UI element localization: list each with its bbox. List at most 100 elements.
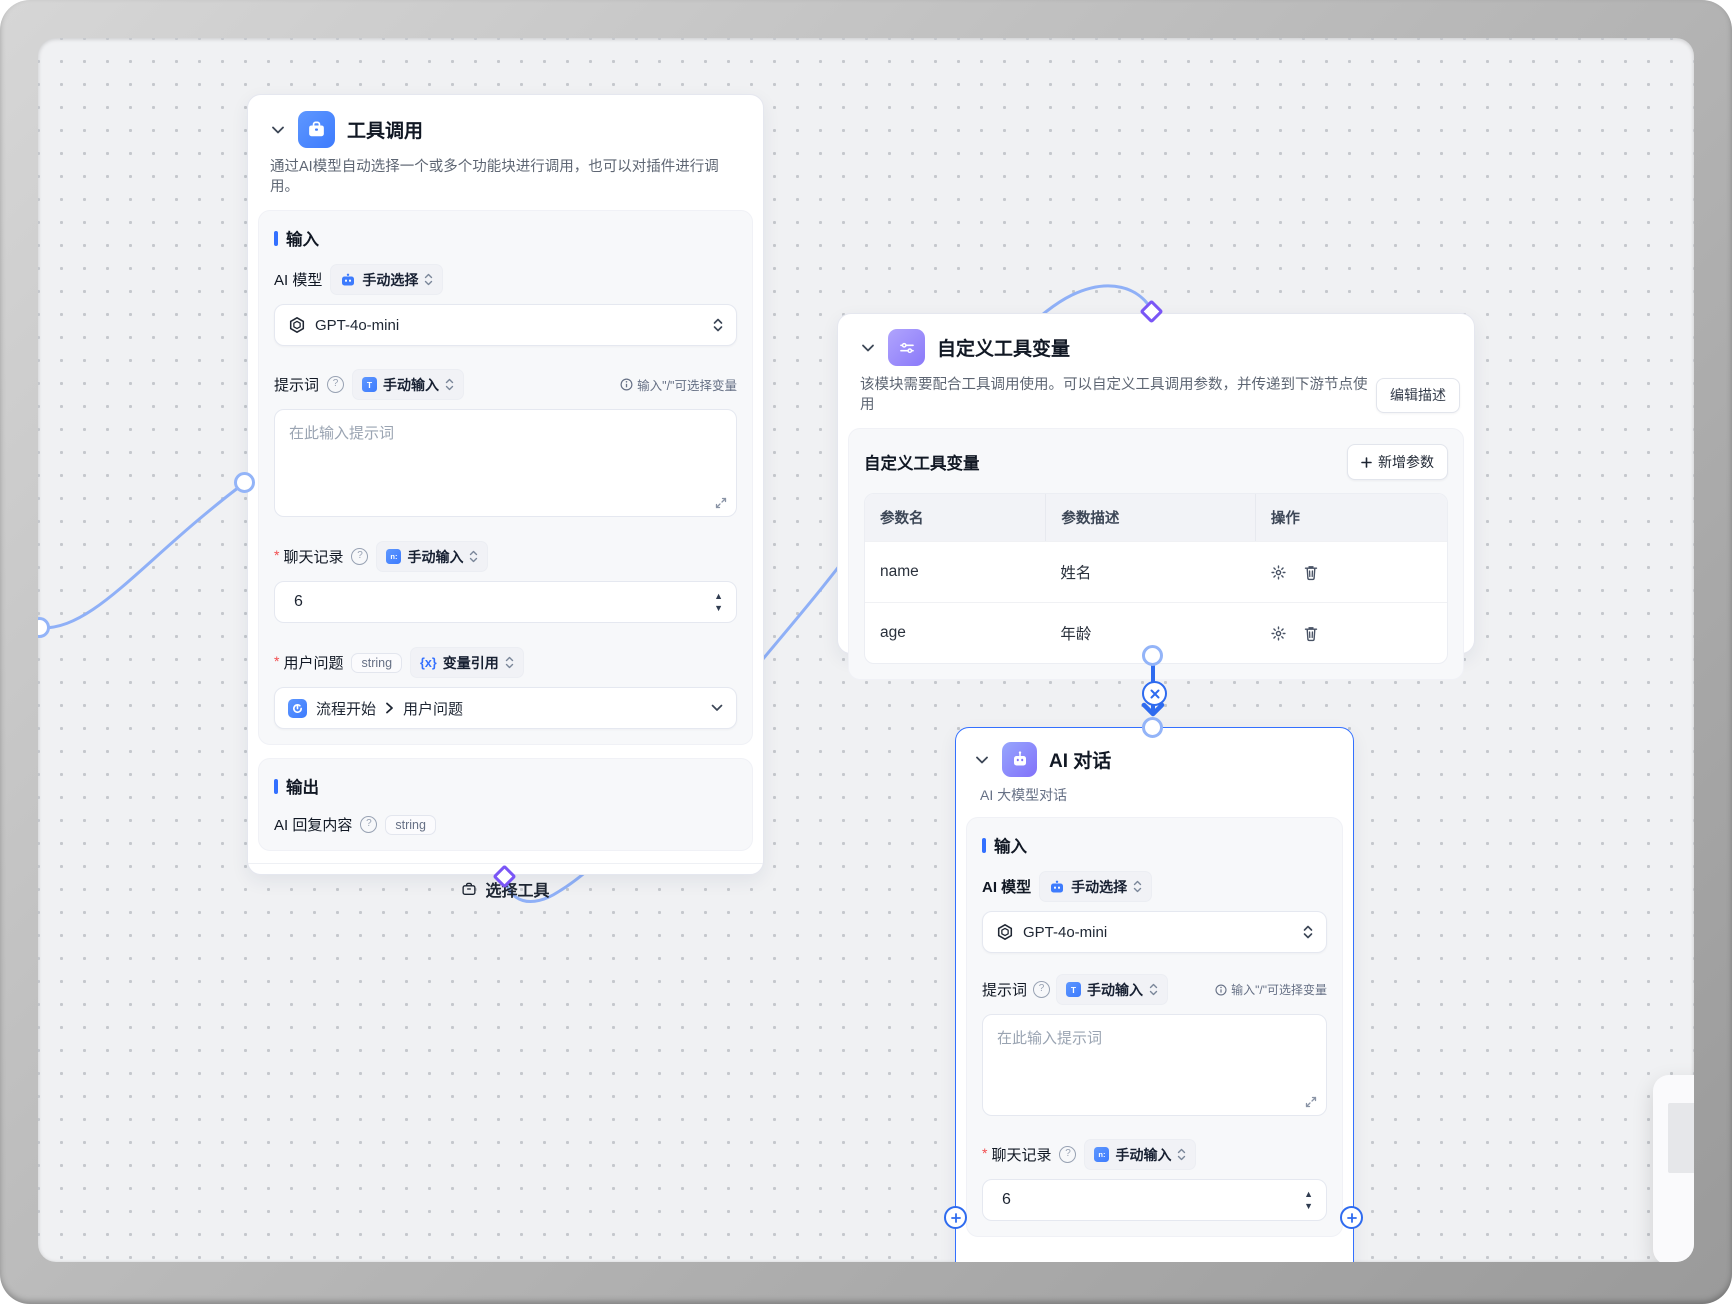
model-mode-selector[interactable]: 手动选择 bbox=[1039, 871, 1153, 902]
prompt-label: 提示词 bbox=[982, 982, 1028, 999]
node-custom-tool-vars[interactable]: 自定义工具变量 该模块需要配合工具调用使用。可以自定义工具调用参数，并传递到下游… bbox=[837, 313, 1475, 681]
delete-edge-button[interactable] bbox=[1142, 681, 1167, 706]
edge-source-handle[interactable] bbox=[38, 617, 50, 638]
question-mode-selector[interactable]: {x} 变量引用 bbox=[410, 647, 524, 679]
flow-start-icon bbox=[288, 698, 307, 718]
sliders-icon bbox=[899, 342, 914, 353]
model-select-value: GPT-4o-mini bbox=[1023, 923, 1108, 941]
input-section-title: 输入 bbox=[982, 833, 1327, 857]
tool-call-node-icon bbox=[298, 111, 335, 148]
edge-left-to-tool-call bbox=[39, 482, 245, 630]
ai-model-label: AI 模型 bbox=[982, 879, 1032, 896]
updown-chevrons-icon bbox=[425, 273, 433, 286]
workflow-canvas[interactable]: 工具调用 通过AI模型自动选择一个或多个功能块进行调用，也可以对插件进行调用。 … bbox=[38, 38, 1694, 1262]
output-section-title: 输出 bbox=[274, 774, 737, 798]
param-desc: 姓名 bbox=[1060, 565, 1092, 583]
node-ai-chat[interactable]: AI 对话 AI 大模型对话 输入 AI 模型 手动选择 bbox=[955, 727, 1354, 1262]
node-description: 该模块需要配合工具调用使用。可以自定义工具调用参数，并传递到下游节点使用 bbox=[860, 377, 1368, 413]
robot-icon bbox=[1051, 880, 1064, 892]
robot-icon bbox=[342, 273, 355, 286]
required-mark: * bbox=[982, 1144, 988, 1161]
partial-side-panel bbox=[1653, 1075, 1694, 1262]
history-number-input[interactable] bbox=[275, 582, 736, 623]
trash-icon[interactable] bbox=[1303, 625, 1319, 642]
stepper-down-icon[interactable]: ▼ bbox=[1304, 1200, 1313, 1211]
number-input-icon: n: bbox=[386, 549, 402, 565]
robot-icon bbox=[1013, 750, 1026, 765]
required-mark: * bbox=[274, 546, 280, 563]
table-row: age 年龄 bbox=[865, 602, 1447, 663]
node-input-handle[interactable] bbox=[1142, 717, 1163, 738]
briefcase-outline-icon bbox=[462, 882, 477, 895]
help-icon: ? bbox=[1033, 981, 1051, 998]
output-panel: 输出 AI 回复内容 ? string bbox=[258, 758, 753, 852]
stepper-down-icon[interactable]: ▼ bbox=[714, 602, 723, 613]
chevron-down-icon bbox=[711, 704, 723, 711]
help-icon: ? bbox=[351, 548, 369, 566]
params-table-header: 参数名 参数描述 操作 bbox=[865, 494, 1447, 542]
history-number-input[interactable] bbox=[983, 1180, 1326, 1220]
model-select[interactable]: GPT-4o-mini bbox=[274, 304, 737, 347]
custom-vars-node-icon bbox=[888, 329, 925, 366]
chevron-right-icon bbox=[386, 702, 393, 714]
stepper-up-icon[interactable]: ▲ bbox=[1304, 1188, 1313, 1199]
expand-icon[interactable] bbox=[715, 497, 727, 509]
node-tool-call[interactable]: 工具调用 通过AI模型自动选择一个或多个功能块进行调用，也可以对插件进行调用。 … bbox=[247, 94, 764, 900]
node-subtitle: AI 大模型对话 bbox=[980, 787, 1068, 803]
gear-icon[interactable] bbox=[1270, 625, 1287, 642]
model-select[interactable]: GPT-4o-mini bbox=[982, 911, 1327, 953]
add-node-left-handle[interactable] bbox=[944, 1206, 967, 1229]
col-header-name: 参数名 bbox=[880, 511, 924, 528]
updown-chevrons-icon bbox=[1149, 983, 1158, 996]
history-number-input-wrap: ▲▼ bbox=[274, 581, 737, 624]
plus-icon bbox=[1361, 456, 1372, 468]
footer-divider bbox=[248, 863, 763, 865]
updown-chevrons-icon bbox=[505, 656, 513, 669]
model-mode-selector[interactable]: 手动选择 bbox=[330, 264, 444, 296]
edit-description-button[interactable]: 编辑描述 bbox=[1376, 378, 1460, 413]
ref-source: 流程开始 bbox=[316, 700, 377, 718]
history-mode-selector[interactable]: n: 手动输入 bbox=[1084, 1139, 1197, 1170]
node-output-handle[interactable] bbox=[1142, 645, 1163, 666]
model-select-value: GPT-4o-mini bbox=[315, 316, 400, 334]
output-field-label: AI 回复内容 bbox=[274, 817, 353, 835]
trash-icon[interactable] bbox=[1303, 564, 1319, 581]
collapse-chevron-icon[interactable] bbox=[860, 340, 876, 356]
variable-braces-icon: {x} bbox=[420, 655, 437, 670]
prompt-textarea[interactable] bbox=[983, 1015, 1326, 1115]
stepper-up-icon[interactable]: ▲ bbox=[714, 590, 723, 601]
variable-reference-select[interactable]: 流程开始 用户问题 bbox=[274, 687, 737, 730]
param-desc: 年龄 bbox=[1060, 626, 1092, 644]
ai-model-label: AI 模型 bbox=[274, 272, 323, 290]
slash-variable-tip: 输入"/"可选择变量 bbox=[1215, 981, 1327, 998]
col-header-desc: 参数描述 bbox=[1045, 494, 1255, 542]
text-input-icon: T bbox=[362, 377, 378, 393]
type-pill: string bbox=[351, 652, 403, 673]
params-table: 参数名 参数描述 操作 name 姓名 bbox=[864, 493, 1448, 665]
openai-logo-icon bbox=[289, 317, 305, 334]
question-label: 用户问题 bbox=[283, 655, 344, 673]
prompt-mode-selector[interactable]: T 手动输入 bbox=[352, 369, 465, 401]
updown-chevrons-icon bbox=[470, 550, 478, 563]
add-node-right-handle[interactable] bbox=[1340, 1206, 1363, 1229]
select-tool-button[interactable]: 选择工具 bbox=[248, 864, 763, 913]
prompt-mode-selector[interactable]: T 手动输入 bbox=[1056, 974, 1169, 1005]
collapse-chevron-icon[interactable] bbox=[974, 752, 990, 768]
prompt-textarea[interactable] bbox=[275, 410, 736, 517]
info-icon bbox=[620, 378, 633, 391]
node-input-handle[interactable] bbox=[234, 472, 255, 493]
node-title: 工具调用 bbox=[347, 121, 424, 142]
briefcase-icon bbox=[309, 121, 324, 137]
side-panel-block bbox=[1668, 1103, 1694, 1173]
history-label: 聊天记录 bbox=[283, 549, 344, 567]
add-param-button[interactable]: 新增参数 bbox=[1347, 444, 1448, 481]
gear-icon[interactable] bbox=[1270, 564, 1287, 581]
updown-chevrons-icon bbox=[713, 318, 723, 332]
input-panel: 输入 AI 模型 手动选择 GPT-4o-mini bbox=[966, 817, 1343, 1237]
collapse-chevron-icon[interactable] bbox=[270, 122, 286, 138]
expand-icon[interactable] bbox=[1305, 1096, 1317, 1108]
text-input-icon: T bbox=[1066, 982, 1082, 997]
table-row: name 姓名 bbox=[865, 541, 1447, 602]
history-mode-selector[interactable]: n: 手动输入 bbox=[376, 541, 489, 573]
